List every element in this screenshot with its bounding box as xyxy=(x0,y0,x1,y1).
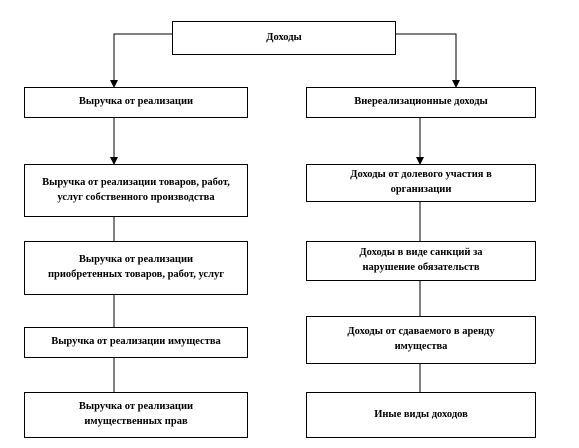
node-sales-revenue: Выручка от реализации xyxy=(24,87,248,118)
node-rental-income: Доходы от сдаваемого в аренду имущества xyxy=(306,316,536,364)
root-node-income: Доходы xyxy=(172,21,396,55)
node-label: Внереализационные доходы xyxy=(354,96,488,108)
node-label: Доходы от долевого участия в организации xyxy=(350,169,492,195)
node-revenue-purchased-goods: Выручка от реализации приобретенных това… xyxy=(24,241,248,295)
node-revenue-property: Выручка от реализации имущества xyxy=(24,327,248,358)
node-label: Доходы в виде санкций за нарушение обяза… xyxy=(359,247,483,273)
node-label: Выручка от реализации xyxy=(78,96,194,108)
node-label: Выручка от реализации имущественных прав xyxy=(78,401,194,427)
connector-root-to-left xyxy=(110,33,172,88)
node-label: Доходы от сдаваемого в аренду имущества xyxy=(347,326,495,352)
root-node-label: Доходы xyxy=(266,31,302,43)
node-revenue-property-rights: Выручка от реализации имущественных прав xyxy=(24,392,248,438)
node-label: Выручка от реализации имущества xyxy=(51,336,221,348)
node-label: Выручка от реализации приобретенных това… xyxy=(47,254,225,280)
connector-root-to-right xyxy=(396,33,460,88)
node-other-income: Иные виды доходов xyxy=(306,392,536,438)
node-non-operating-income: Внереализационные доходы xyxy=(306,87,536,118)
node-equity-participation-income: Доходы от долевого участия в организации xyxy=(306,164,536,202)
node-label: Иные виды доходов xyxy=(374,408,468,420)
node-sanctions-income: Доходы в виде санкций за нарушение обяза… xyxy=(306,241,536,281)
node-label: Выручка от реализации товаров, работ, ус… xyxy=(42,176,230,203)
node-revenue-own-production: Выручка от реализации товаров, работ, ус… xyxy=(24,164,248,217)
